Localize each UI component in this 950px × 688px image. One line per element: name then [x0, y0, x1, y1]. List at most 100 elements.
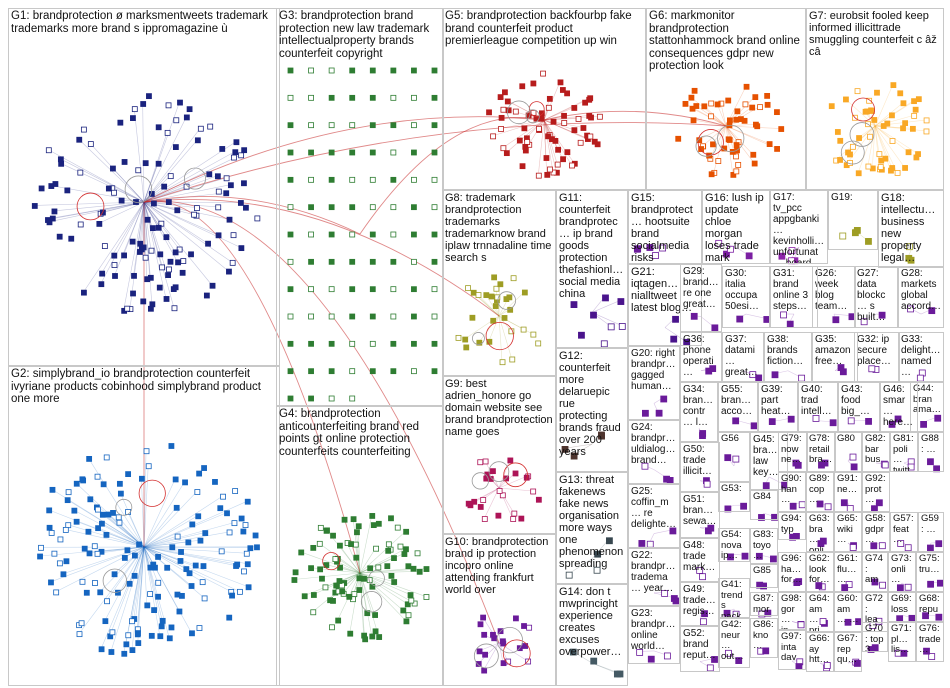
node: [550, 169, 557, 176]
node: [328, 176, 335, 183]
group-label: G89: cop…: [809, 474, 830, 505]
node: [490, 133, 497, 140]
group-label: G92: prot…: [865, 474, 886, 505]
node: [219, 146, 226, 152]
node: [100, 481, 107, 488]
node: [507, 457, 514, 464]
node: [661, 589, 669, 597]
node: [233, 139, 240, 146]
node: [669, 527, 677, 535]
self-loop: [183, 167, 206, 190]
node: [582, 99, 589, 106]
group-panel-g56: G56: [718, 432, 750, 482]
group-label: G96: ha… for…: [781, 554, 802, 585]
node: [547, 166, 553, 173]
node: [369, 94, 376, 101]
edge: [143, 201, 178, 262]
node: [907, 463, 915, 471]
node: [68, 235, 75, 242]
node: [346, 593, 353, 600]
graph-nodes: [31, 67, 944, 678]
node: [696, 567, 704, 574]
node: [757, 104, 763, 111]
node: [725, 136, 732, 143]
node: [130, 115, 136, 121]
node: [362, 636, 369, 643]
node: [140, 244, 147, 251]
node: [411, 149, 417, 156]
node: [431, 340, 438, 347]
node: [778, 252, 786, 260]
node: [196, 625, 203, 631]
node: [522, 143, 529, 150]
node: [500, 106, 507, 113]
node: [155, 579, 162, 586]
node: [590, 657, 598, 665]
node: [317, 524, 324, 531]
node: [86, 550, 93, 557]
node: [240, 528, 247, 535]
node: [471, 498, 478, 505]
node: [103, 532, 110, 538]
node: [535, 172, 542, 179]
node: [237, 588, 243, 595]
node: [186, 106, 193, 113]
node: [588, 114, 594, 121]
node: [423, 566, 430, 572]
edge: [359, 548, 376, 574]
node: [503, 296, 510, 302]
node: [95, 525, 102, 532]
group-panel-g79: G79: now ne…: [778, 432, 808, 472]
edge: [359, 572, 411, 595]
group-label: G22: brandpr… tradema… year…: [631, 550, 676, 594]
group-label: G59: …: [921, 514, 939, 535]
node: [870, 542, 878, 550]
node: [206, 171, 213, 178]
node: [155, 124, 162, 131]
group-label: G79: now ne…: [781, 434, 802, 465]
node: [431, 286, 438, 293]
group-label: G35: amazon free…: [815, 334, 851, 367]
node: [328, 231, 335, 238]
node: [232, 488, 239, 494]
node: [638, 540, 646, 547]
group-panel-g67: G67: rep qu…: [834, 632, 862, 672]
node: [455, 334, 462, 341]
node: [481, 516, 488, 522]
node: [812, 415, 820, 422]
node: [912, 106, 919, 113]
node: [157, 633, 164, 640]
node: [224, 510, 230, 517]
edge: [47, 201, 145, 220]
group-panel-g11: G11: counterfeit brandprotec… ip brand g…: [556, 190, 628, 348]
node: [347, 630, 354, 637]
node: [373, 545, 380, 552]
node: [928, 653, 936, 660]
node: [124, 305, 131, 312]
node: [349, 204, 356, 211]
edge: [871, 125, 876, 168]
node: [890, 82, 897, 89]
node: [189, 630, 195, 637]
edge: [339, 544, 361, 574]
node: [411, 176, 417, 183]
node: [844, 618, 852, 626]
self-loop: [368, 570, 385, 587]
node: [867, 133, 873, 140]
node: [226, 216, 233, 223]
group-label: G1: brandprotection ø marksmentweets tra…: [11, 10, 268, 35]
group-label: G85: [753, 566, 771, 576]
node: [792, 459, 800, 467]
group-label: G20: right brandpr… gagged human…: [631, 348, 676, 392]
node: [348, 541, 354, 547]
group-label: G68: repu…: [919, 594, 940, 622]
group-panel-g84: G84: [750, 490, 778, 520]
group-label: G41: trends pack…: [721, 580, 743, 618]
inter-group-edge: [143, 200, 361, 574]
node: [366, 577, 373, 584]
node: [823, 662, 831, 669]
node: [646, 244, 654, 251]
node: [797, 621, 805, 629]
node: [431, 313, 438, 320]
